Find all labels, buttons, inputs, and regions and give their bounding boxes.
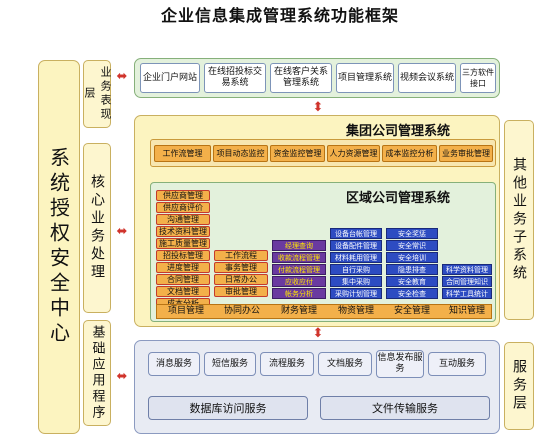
region-item: 安全教育 <box>386 276 438 287</box>
group-item: 成本监控分析 <box>382 145 437 162</box>
infra-box: 数据库访问服务 <box>148 396 308 420</box>
region-item: 付款流程管理 <box>272 264 326 275</box>
region-item: 隐患排查 <box>386 264 438 275</box>
region-item: 设备配件管理 <box>330 240 382 251</box>
module-label: 财务管理 <box>280 306 317 316</box>
region-item: 经理查询 <box>272 240 326 251</box>
region-item: 供应商管理 <box>156 190 210 201</box>
region-item: 招投标管理 <box>156 250 210 261</box>
region-item: 日常办公 <box>214 274 268 285</box>
region-item: 沟通管理 <box>156 214 210 225</box>
arrow-base: ⬌ <box>116 369 128 384</box>
system-box: 企业门户网站 <box>140 63 200 93</box>
other-subsystems: 其他业务子系统 <box>504 120 534 320</box>
arrow-core: ⬌ <box>116 224 128 239</box>
region-item: 文档管理 <box>156 286 210 297</box>
module-label: 安全管理 <box>393 306 430 316</box>
service-box: 消息服务 <box>148 352 200 376</box>
service-layer-label: 服务层 <box>511 359 527 413</box>
module-label: 协同办公 <box>223 306 260 316</box>
arrow-vertical-bottom: ⬍ <box>312 326 324 341</box>
service-layer: 服务层 <box>504 342 534 430</box>
region-item: 事务管理 <box>214 262 268 273</box>
region-item: 收款流程管理 <box>272 252 326 263</box>
layer-presentation: 业务表现层 <box>83 60 112 128</box>
other-subsystems-label: 其他业务子系统 <box>511 157 527 283</box>
security-center-pillar: 系统授权安全中心 <box>38 60 80 434</box>
module-label: 知识管理 <box>448 306 485 316</box>
region-item: 科学工具统计 <box>442 288 492 299</box>
infra-box: 文件传输服务 <box>320 396 490 420</box>
system-box: 三方软件接口 <box>460 63 496 93</box>
region-item: 帐务分析 <box>272 288 326 299</box>
module-label: 物资管理 <box>337 306 374 316</box>
layer-core: 核心业务处理 <box>83 143 111 313</box>
region-item: 应收应付 <box>272 276 326 287</box>
module-label: 项目管理 <box>167 306 204 316</box>
region-title: 区域公司管理系统 <box>345 191 450 206</box>
region-item: 设备台帐管理 <box>330 228 382 239</box>
layer-base: 基础应用程序 <box>83 320 111 426</box>
system-box: 在线招投标交易系统 <box>204 63 266 93</box>
region-item: 合同管理知识 <box>442 276 492 287</box>
page-title: 企业信息集成管理系统功能框架 <box>160 6 399 25</box>
region-item: 科学资料管理 <box>442 264 492 275</box>
service-box: 短信服务 <box>204 352 256 376</box>
region-item: 工作流程 <box>214 250 268 261</box>
region-item: 集中采购 <box>330 276 382 287</box>
region-item: 技术资料管理 <box>156 226 210 237</box>
service-box: 信息发布服务 <box>376 350 424 378</box>
group-title: 集团公司管理系统 <box>345 124 450 139</box>
service-box: 流程服务 <box>260 352 314 376</box>
group-item: 工作流管理 <box>154 145 211 162</box>
region-item: 材料耗用管理 <box>330 252 382 263</box>
layer-presentation-label: 业务表现层 <box>83 66 112 122</box>
service-box: 文档服务 <box>318 352 372 376</box>
region-item: 施工质量管理 <box>156 238 210 249</box>
region-item: 供应商评价 <box>156 202 210 213</box>
region-item: 安全培训 <box>386 252 438 263</box>
security-center-label: 系统授权安全中心 <box>46 147 71 347</box>
group-item: 资金监控管理 <box>270 145 325 162</box>
region-item: 进度管理 <box>156 262 210 273</box>
region-item: 安全检查 <box>386 288 438 299</box>
region-item: 合同管理 <box>156 274 210 285</box>
region-bottom-row <box>156 304 492 319</box>
group-item: 人力资源管理 <box>327 145 380 162</box>
group-item: 项目动态监控 <box>213 145 268 162</box>
layer-base-label: 基础应用程序 <box>89 325 105 421</box>
region-item: 自行采购 <box>330 264 382 275</box>
system-box: 视频会议系统 <box>398 63 456 93</box>
region-item: 采购计划管理 <box>330 288 382 299</box>
system-box: 项目管理系统 <box>336 63 394 93</box>
layer-core-label: 核心业务处理 <box>89 174 105 282</box>
region-item: 安全奖惩 <box>386 228 438 239</box>
system-box: 在线客户关系管理系统 <box>270 63 332 93</box>
service-box: 互动服务 <box>428 352 486 376</box>
arrow-vertical-top: ⬍ <box>312 100 324 115</box>
group-item: 业务审批管理 <box>439 145 493 162</box>
region-item: 安全常识 <box>386 240 438 251</box>
region-item: 审批管理 <box>214 286 268 297</box>
arrow-presentation: ⬌ <box>116 69 128 84</box>
